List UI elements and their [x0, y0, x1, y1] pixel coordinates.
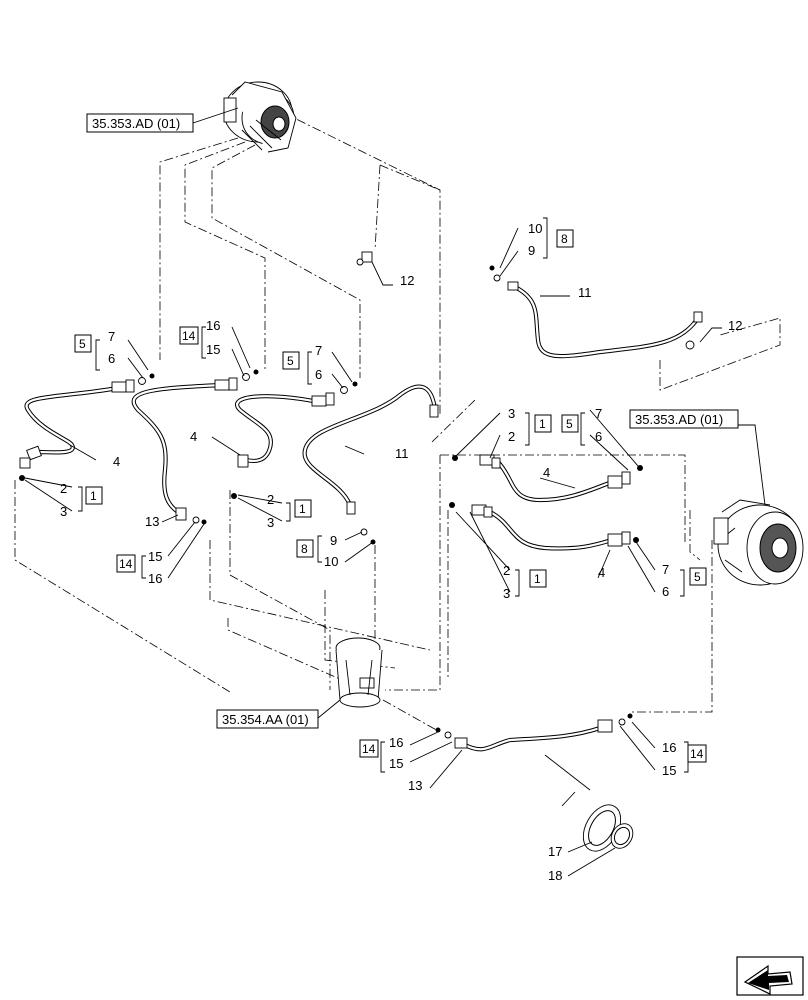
callout-13: 13	[145, 514, 159, 529]
group-5-label: 5	[79, 337, 86, 351]
callout-18: 18	[548, 868, 562, 883]
callout-7: 7	[595, 406, 602, 421]
callout-7: 7	[662, 562, 669, 577]
callout-4: 4	[598, 565, 605, 580]
reference-box-swivel[interactable]: 35.354.AA (01)	[216, 709, 319, 729]
callout-11: 11	[578, 285, 592, 300]
callout-2: 2	[60, 481, 67, 496]
travel-motor-top	[223, 81, 297, 153]
callout-10: 10	[528, 221, 542, 236]
group-1-label: 1	[90, 489, 97, 503]
sleeve-and-ring	[544, 754, 634, 852]
group-14-label: 14	[362, 742, 376, 756]
group-14-label: 14	[690, 747, 704, 761]
callout-2: 2	[508, 429, 515, 444]
group-8-label: 8	[561, 232, 568, 246]
callout-3: 3	[267, 515, 274, 530]
callout-15: 15	[148, 549, 162, 564]
reference-box-motor-top[interactable]: 35.353.AD (01)	[86, 113, 194, 133]
callout-7: 7	[108, 329, 115, 344]
callout-9: 9	[330, 533, 337, 548]
group-1-label: 1	[299, 502, 306, 516]
callout-13: 13	[408, 778, 422, 793]
callout-16: 16	[148, 571, 162, 586]
group-1-label: 1	[534, 572, 541, 586]
leader-lines	[24, 107, 766, 877]
group-8-label: 8	[301, 542, 308, 556]
ref-swivel[interactable]: 35.354.AA (01)	[222, 712, 309, 727]
callout-7: 7	[315, 343, 322, 358]
group-5-label: 5	[694, 570, 701, 584]
group-14-label: 14	[119, 557, 133, 571]
callout-2: 2	[267, 492, 274, 507]
callout-12: 12	[400, 273, 414, 288]
center-swivel	[335, 637, 383, 708]
arrow-left-icon[interactable]	[736, 956, 804, 996]
callout-9: 9	[528, 243, 535, 258]
callout-6: 6	[595, 429, 602, 444]
callout-16: 16	[389, 735, 403, 750]
group-5-label: 5	[566, 417, 573, 431]
group-5-label: 5	[287, 354, 294, 368]
callout-15: 15	[662, 763, 676, 778]
ref-motor-top[interactable]: 35.353.AD (01)	[92, 116, 180, 131]
group-1-label: 1	[539, 417, 546, 431]
reference-box-motor-right[interactable]: 35.353.AD (01)	[629, 409, 739, 429]
callout-3: 3	[60, 504, 67, 519]
callout-12: 12	[728, 318, 742, 333]
callout-17: 17	[548, 844, 562, 859]
callout-11: 11	[395, 446, 409, 461]
callout-3: 3	[508, 406, 515, 421]
callout-10: 10	[324, 554, 338, 569]
callout-6: 6	[662, 584, 669, 599]
fittings	[19, 251, 703, 749]
callout-6: 6	[315, 367, 322, 382]
travel-motor-right	[713, 499, 804, 586]
callout-6: 6	[108, 351, 115, 366]
callout-16: 16	[662, 740, 676, 755]
group-boxes: 5 14 5 1 1 14 8 8 1 5 1 5 14 14	[74, 229, 707, 763]
hoses	[24, 284, 701, 752]
callout-3: 3	[503, 586, 510, 601]
callout-15: 15	[389, 756, 403, 771]
callout-4: 4	[113, 454, 120, 469]
routing-lines	[14, 111, 781, 733]
callout-16: 16	[206, 318, 220, 333]
callout-2: 2	[503, 563, 510, 578]
callout-4: 4	[543, 465, 550, 480]
group-14-label: 14	[182, 329, 196, 343]
callout-4: 4	[190, 429, 197, 444]
callout-numbers: 7 6 16 15 7 6 4 2 3 4 2 3 13 15 16 11 9 …	[60, 221, 742, 883]
callout-15: 15	[206, 342, 220, 357]
ref-motor-right[interactable]: 35.353.AD (01)	[635, 412, 723, 427]
